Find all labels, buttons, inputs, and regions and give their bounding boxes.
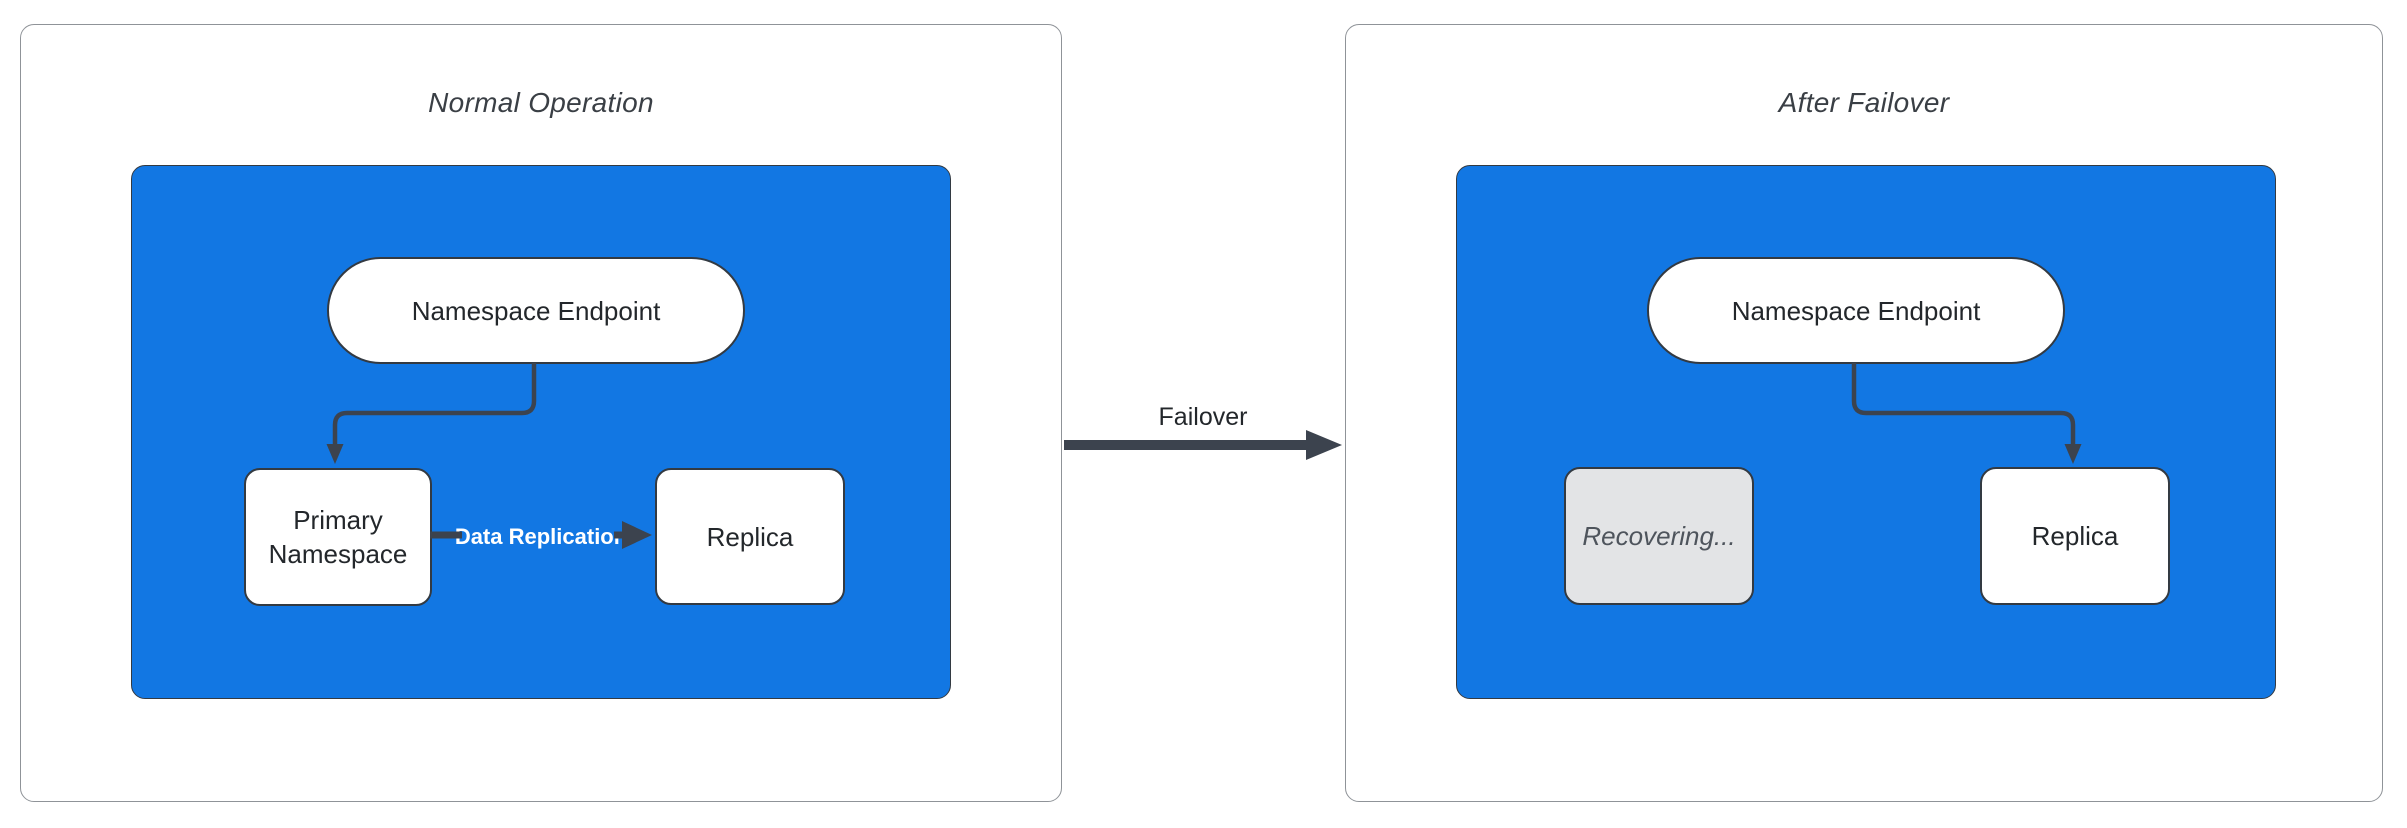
node-replica-normal: Replica: [655, 468, 845, 605]
panel-title-normal-operation: Normal Operation: [428, 87, 654, 118]
node-namespace-endpoint-normal: Namespace Endpoint: [327, 257, 745, 364]
node-replica-failover: Replica: [1980, 467, 2170, 605]
node-namespace-endpoint-failover: Namespace Endpoint: [1647, 257, 2065, 364]
node-primary-namespace: Primary Namespace: [244, 468, 432, 606]
normal-operation-panel: Normal Operation Namespace Endpoint Prim…: [20, 24, 1062, 802]
namespace-endpoint-label-failover: Namespace Endpoint: [1731, 295, 1981, 326]
namespace-endpoint-label: Namespace Endpoint: [411, 295, 661, 326]
namespace-container-normal: Namespace Endpoint Primary Namespace Rep…: [131, 165, 951, 699]
replica-label-normal: Replica: [706, 521, 794, 552]
edge-label-data-replication: Data Replication: [454, 524, 628, 549]
failover-arrowhead-icon: [1306, 430, 1342, 460]
recovering-label: Recovering...: [1582, 521, 1736, 551]
replica-label-failover: Replica: [2031, 521, 2119, 551]
after-failover-panel: After Failover Namespace Endpoint Recove…: [1345, 24, 2383, 802]
panel-title-after-failover: After Failover: [1778, 87, 1950, 118]
primary-namespace-label: Primary Namespace: [268, 505, 408, 569]
failover-arrow-label: Failover: [1158, 403, 1248, 431]
namespace-container-failover: Namespace Endpoint Recovering... Replica: [1456, 165, 2276, 699]
node-recovering: Recovering...: [1564, 467, 1754, 605]
